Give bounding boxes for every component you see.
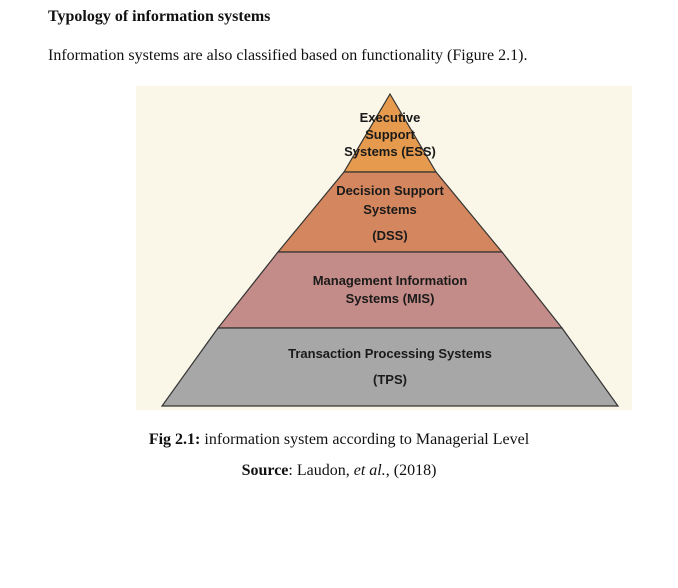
ess-label-line-3: Systems (ESS) (344, 144, 436, 159)
source-label: Source (241, 462, 289, 479)
pyramid-tier-mis (216, 251, 564, 329)
tps-label-line-1: Transaction Processing Systems (288, 346, 492, 361)
source-separator: : Laudon, (288, 462, 354, 479)
figure-caption-text: information system according to Manageri… (200, 431, 530, 448)
source-year: , (2018) (385, 462, 437, 479)
mis-label-line-1: Management Information (313, 273, 468, 288)
mis-label-line-2: Systems (MIS) (346, 291, 435, 306)
tps-label-line-2: (TPS) (373, 372, 407, 387)
figure-caption-label: Fig 2.1: (148, 431, 201, 448)
source-etal: et al. (353, 462, 386, 479)
dss-label-line-2: Systems (363, 202, 416, 217)
figure-caption: Fig 2.1: information system according to… (0, 431, 678, 449)
section-heading: Typology of information systems (48, 8, 271, 25)
dss-label-line-1: Decision Support (336, 183, 444, 198)
pyramid-figure: Executive Support Systems (ESS) Decision… (136, 86, 632, 410)
ess-label-line-2: Support (365, 127, 415, 142)
figure-source: Source: Laudon, et al., (2018) (0, 462, 678, 480)
dss-label-line-3: (DSS) (372, 228, 407, 243)
pyramid-tier-tps (160, 327, 620, 407)
intro-paragraph: Information systems are also classified … (48, 47, 528, 64)
ess-label-line-1: Executive (360, 110, 421, 125)
pyramid-diagram: Executive Support Systems (ESS) Decision… (160, 92, 620, 407)
